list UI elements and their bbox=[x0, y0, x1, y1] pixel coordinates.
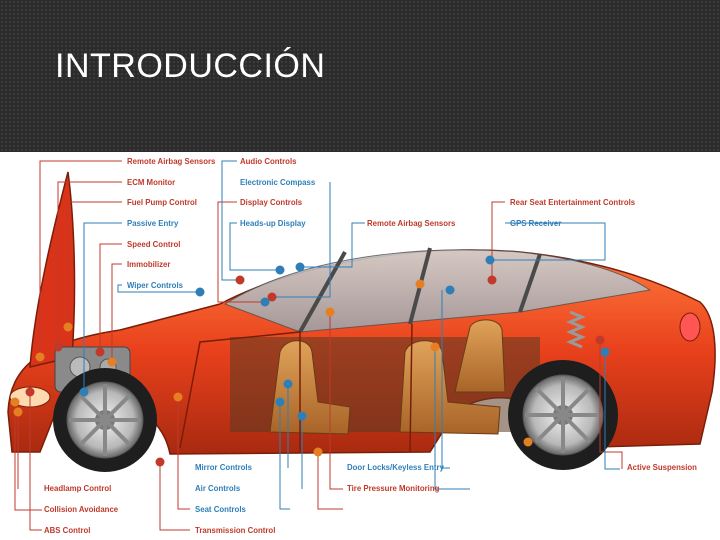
label-air-controls: Air Controls bbox=[195, 483, 241, 493]
label-rear-seat-entertainment-controls: Rear Seat Entertainment Controls bbox=[510, 197, 636, 207]
label-electronic-compass: Electronic Compass bbox=[240, 177, 316, 187]
suspension-spring bbox=[566, 310, 586, 349]
label-transmission-control: Transmission Control bbox=[195, 525, 276, 535]
label-collision-avoidance: Collision Avoidance bbox=[44, 504, 119, 514]
label-abs-control: ABS Control bbox=[44, 525, 91, 535]
label-tire-pressure-monitoring: Tire Pressure Monitoring bbox=[347, 483, 440, 493]
label-wiper-controls: Wiper Controls bbox=[127, 280, 183, 290]
label-display-controls: Display Controls bbox=[240, 197, 303, 207]
front-wheel bbox=[53, 368, 157, 472]
label-remote-airbag-sensors-center: Remote Airbag Sensors bbox=[367, 218, 456, 228]
label-speed-control: Speed Control bbox=[127, 239, 181, 249]
label-immobilizer: Immobilizer bbox=[127, 259, 171, 269]
label-passive-entry: Passive Entry bbox=[127, 218, 179, 228]
rear-seat bbox=[399, 340, 501, 435]
slide-header: INTRODUCCIÓN bbox=[0, 0, 720, 152]
rear-wheel bbox=[508, 360, 618, 470]
label-heads-up-display: Heads-up Display bbox=[240, 218, 306, 228]
label-door-locks-keyless-entry: Door Locks/Keyless Entry bbox=[347, 462, 444, 472]
label-headlamp-control: Headlamp Control bbox=[44, 483, 112, 493]
label-remote-airbag-sensors-left: Remote Airbag Sensors bbox=[127, 156, 216, 166]
label-gps-receiver: GPS Receiver bbox=[510, 218, 562, 228]
car-hood bbox=[29, 171, 76, 368]
car-illustration bbox=[7, 160, 716, 531]
car-electronics-diagram: Remote Airbag Sensors ECM Monitor Fuel P… bbox=[0, 152, 720, 540]
label-seat-controls: Seat Controls bbox=[195, 504, 246, 514]
label-active-suspension: Active Suspension bbox=[627, 462, 697, 472]
label-fuel-pump-control: Fuel Pump Control bbox=[127, 197, 197, 207]
slide-title: INTRODUCCIÓN bbox=[55, 47, 326, 85]
label-mirror-controls: Mirror Controls bbox=[195, 462, 252, 472]
label-audio-controls: Audio Controls bbox=[240, 156, 297, 166]
label-ecm-monitor: ECM Monitor bbox=[127, 177, 176, 187]
